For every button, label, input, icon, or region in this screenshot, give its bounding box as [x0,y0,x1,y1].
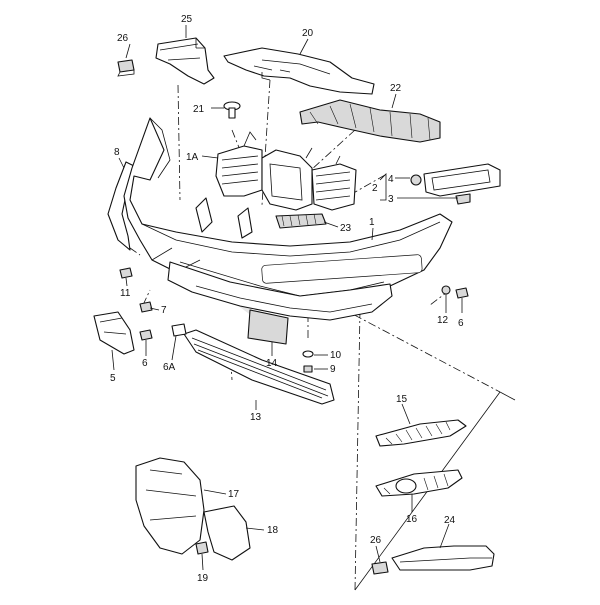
plate-holder-part [247,309,289,345]
reflector-strip-part [275,213,327,229]
callout-25: 25 [181,14,193,25]
callout-21: 21 [193,104,205,115]
callout-6: 6 [142,358,148,369]
callout-6A: 6A [163,362,176,373]
callout-13: 13 [250,412,262,423]
callout-14: 14 [266,358,278,369]
callout-15: 15 [396,394,408,405]
callout-20: 20 [302,28,314,39]
callout-22: 22 [390,83,402,94]
callout-11: 11 [120,288,131,299]
leader-lines [111,25,463,571]
lower-grille-part [183,329,335,405]
callout-7: 7 [161,305,167,316]
wheel-arch-liner-part [135,457,251,561]
fasteners [119,267,469,555]
callout-16: 16 [406,514,418,525]
callout-26: 26 [117,33,129,44]
callout-24: 24 [444,515,456,526]
callout-6b: 6 [458,318,464,329]
callout-17: 17 [228,489,240,500]
bracket-assembly-part [410,163,501,205]
front-grille-part [215,131,357,211]
fog-lamp-trim-part [375,419,467,447]
callout-23: 23 [340,223,352,234]
callout-10: 10 [330,350,342,361]
callout-18: 18 [267,525,279,536]
callout-labels: 25 26 20 22 21 1A 8 4 2 3 1 23 11 7 6 6A… [110,14,464,584]
callout-19: 19 [197,573,209,584]
callout-26b: 26 [370,535,382,546]
callout-1: 1 [369,217,375,228]
clip-lower-part [371,561,389,575]
callout-4: 4 [388,174,394,185]
clip-upper-part [117,59,135,77]
rivet-part [223,101,241,119]
upper-cover-plate-part [223,47,375,95]
bumper-cover-part [123,117,453,303]
callout-12: 12 [437,315,449,326]
side-bracket-part [93,311,135,355]
callout-5: 5 [110,373,116,384]
callout-2: 2 [372,183,378,194]
construction-lines [129,79,501,591]
fog-lamp-frame-part [375,469,463,497]
callout-8: 8 [114,147,120,158]
washer-and-screw-part [302,350,314,373]
air-duct-upper-part [155,37,215,85]
callout-3: 3 [388,194,394,205]
air-duct-lower-part [391,545,495,571]
foam-absorber-part [299,99,441,143]
callout-9: 9 [330,364,336,375]
lower-spoiler-part [167,261,393,321]
callout-1A: 1A [186,152,199,163]
